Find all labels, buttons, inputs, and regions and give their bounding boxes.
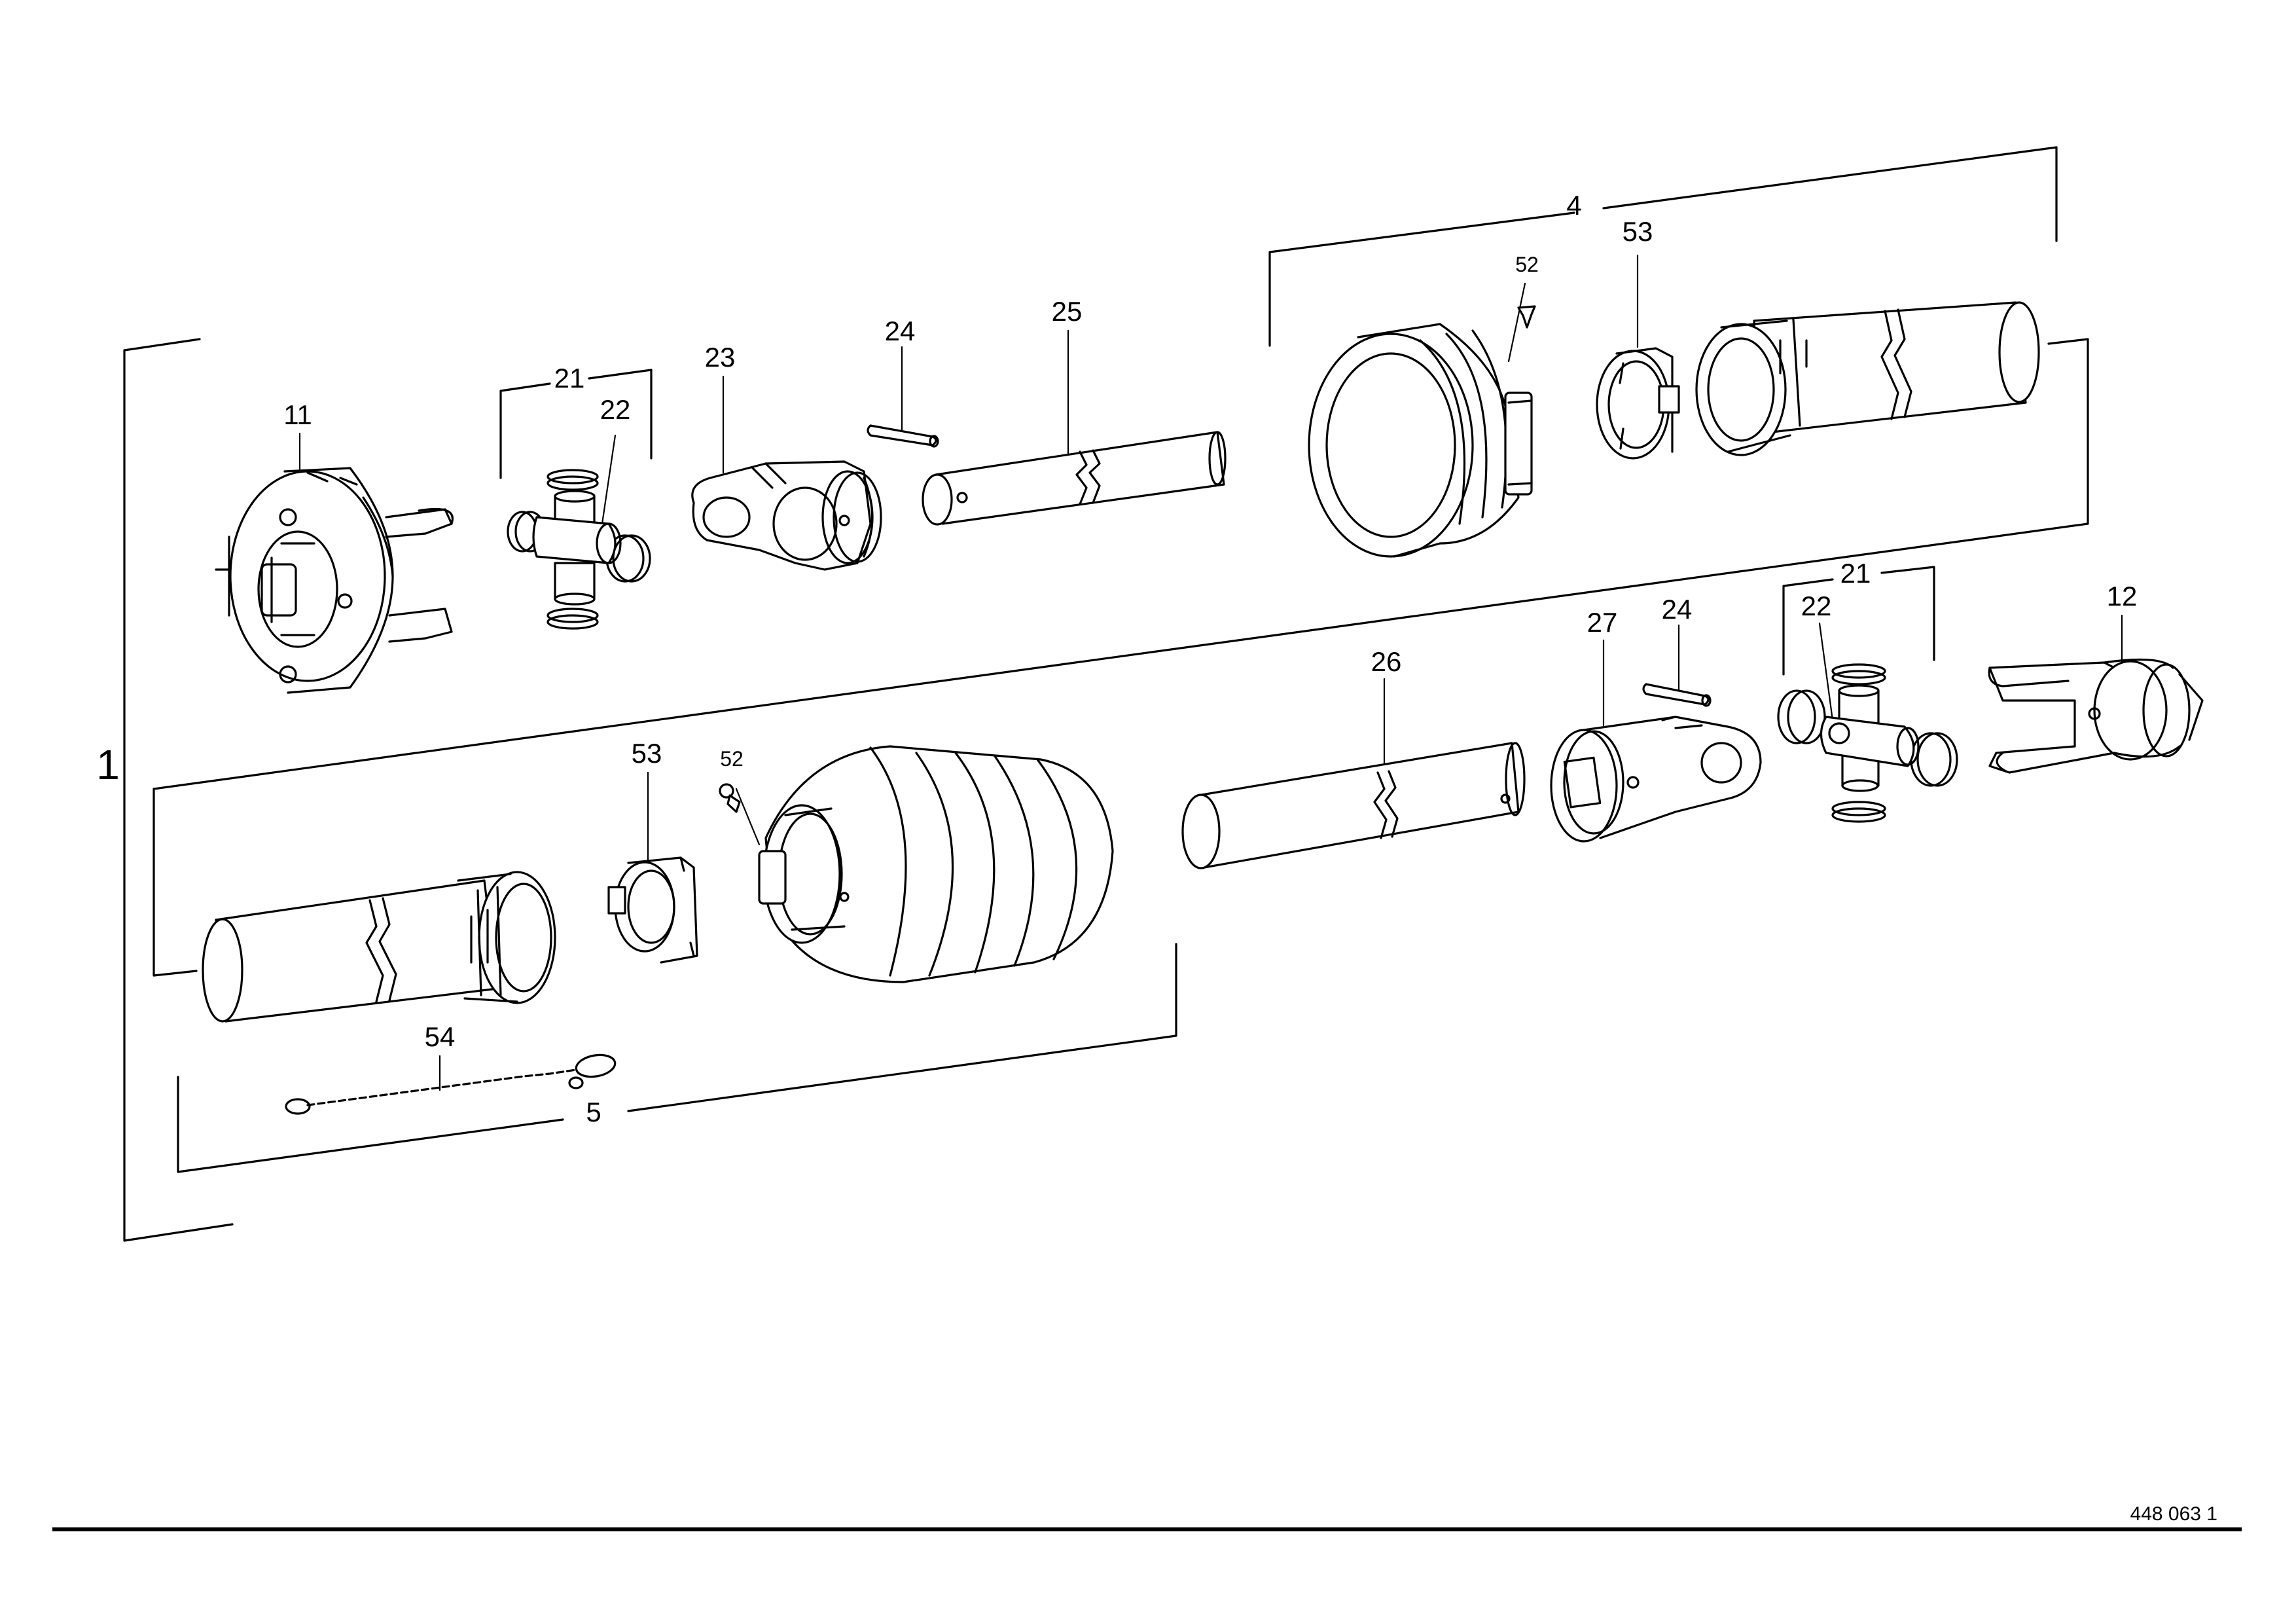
part-25-inner-tube (922, 431, 1227, 526)
label-52-lower: 52 (720, 747, 744, 771)
label-24-lower: 24 (1662, 594, 1693, 625)
bracket-upper-half (152, 338, 2089, 977)
part-27-yoke-lower (1550, 716, 1762, 843)
part-26-outer-tube (1181, 742, 1526, 869)
part-52-screw-upper (1517, 305, 1536, 329)
part-11-clutch-yoke (215, 467, 454, 694)
bracket-assembly-1 (123, 338, 234, 1242)
label-52-upper: 52 (1515, 253, 1539, 276)
part-53-bearing-ring-upper (1596, 347, 1680, 460)
part-22-cross-lower (1777, 663, 1958, 823)
label-27: 27 (1587, 607, 1618, 638)
part-54-chain (285, 1053, 617, 1115)
bracket-assembly-4 (1268, 146, 2058, 347)
callout-labels: 1 4 5 11 12 21 21 22 22 23 24 24 25 26 2… (96, 190, 2137, 1127)
label-1: 1 (96, 741, 120, 788)
label-21-upper: 21 (554, 363, 585, 393)
label-11: 11 (283, 399, 312, 430)
drawing-number: 448 063 1 (2130, 1503, 2217, 1525)
part-4-guard-cone (1308, 323, 1533, 558)
label-21-lower: 21 (1840, 558, 1871, 589)
label-53-lower: 53 (632, 738, 662, 769)
part-53-bearing-ring-lower (607, 856, 698, 964)
part-52-screw-lower (719, 783, 741, 813)
label-26: 26 (1371, 646, 1402, 677)
bracket-cross-kit-21-lower (1782, 566, 1935, 676)
part-5-guard-cone (758, 745, 1114, 983)
label-53-upper: 53 (1623, 216, 1653, 247)
footer: 448 063 1 (52, 1503, 2242, 1531)
label-54: 54 (425, 1021, 456, 1052)
bracket-assembly-5 (177, 943, 1177, 1173)
part-24-pin-upper (867, 424, 939, 448)
part-4-outer-tube (1695, 301, 2040, 456)
label-4: 4 (1566, 190, 1581, 221)
label-24-upper: 24 (885, 316, 916, 346)
part-22-cross-upper (507, 469, 651, 630)
label-22-upper: 22 (600, 394, 631, 425)
label-5: 5 (586, 1097, 601, 1127)
bracket-cross-kit-21-upper (499, 369, 653, 479)
label-22-lower: 22 (1801, 591, 1832, 621)
part-5-outer-tube (202, 871, 556, 1023)
part-24-pin-lower (1642, 683, 1712, 707)
part-23-yoke (691, 460, 882, 571)
label-23: 23 (705, 342, 736, 373)
label-25: 25 (1052, 296, 1083, 327)
label-12: 12 (2107, 581, 2138, 611)
leader-lines (298, 254, 2123, 1091)
part-12-outer-yoke (1988, 658, 2204, 774)
